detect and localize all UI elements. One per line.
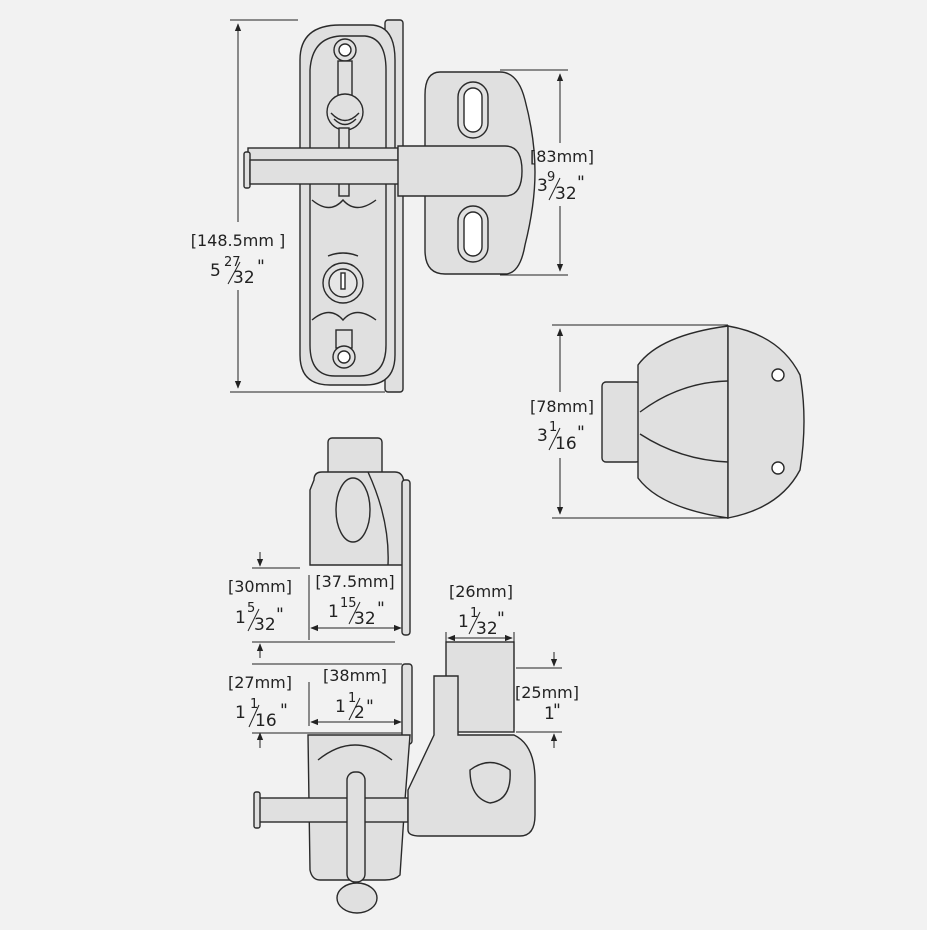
dimension-labels: [148.5mm ] 5 27 32 " [83mm] 3 9 32 " [78… xyxy=(191,147,594,731)
svg-text:1: 1 xyxy=(250,697,258,712)
svg-text:32: 32 xyxy=(254,615,276,635)
svg-text:": " xyxy=(497,609,505,629)
svg-text:": " xyxy=(377,599,385,619)
label-keeper-depth-mm: [78mm] xyxy=(530,397,594,416)
label-head-offset-bottom-mm: [27mm] xyxy=(228,673,292,692)
svg-text:": " xyxy=(553,701,561,721)
side-view-keeper xyxy=(601,325,805,519)
label-keeper-thickness-mm: [25mm] xyxy=(515,683,579,702)
label-head-width-bottom-mm: [38mm] xyxy=(323,666,387,685)
label-keeper-width-mm: [26mm] xyxy=(449,582,513,601)
svg-text:": " xyxy=(577,173,585,193)
label-overall-height-mm: [148.5mm ] xyxy=(191,231,286,250)
svg-text:1: 1 xyxy=(328,602,339,622)
svg-text:27: 27 xyxy=(224,255,241,270)
label-keeper-height-mm: [83mm] xyxy=(530,147,594,166)
svg-text:3: 3 xyxy=(537,176,548,196)
svg-text:1: 1 xyxy=(235,703,246,723)
svg-text:": " xyxy=(280,701,288,721)
svg-text:5: 5 xyxy=(210,261,221,281)
svg-text:32: 32 xyxy=(233,268,255,288)
svg-text:": " xyxy=(257,257,265,277)
svg-text:16: 16 xyxy=(255,711,277,731)
svg-text:32: 32 xyxy=(555,184,577,204)
label-head-width-top-mm: [37.5mm] xyxy=(315,572,394,591)
svg-text:32: 32 xyxy=(476,619,498,639)
svg-text:": " xyxy=(276,605,284,625)
svg-text:3: 3 xyxy=(537,426,548,446)
svg-text:1: 1 xyxy=(470,606,478,621)
svg-text:": " xyxy=(577,423,585,443)
svg-text:15: 15 xyxy=(340,596,357,611)
svg-text:32: 32 xyxy=(354,609,376,629)
svg-text:2: 2 xyxy=(354,703,365,723)
svg-text:1: 1 xyxy=(335,697,346,717)
svg-text:1: 1 xyxy=(235,608,246,628)
svg-text:1: 1 xyxy=(544,704,555,724)
svg-text:9: 9 xyxy=(547,170,555,185)
label-head-offset-top-mm: [30mm] xyxy=(228,577,292,596)
top-view-latch-head xyxy=(309,437,411,636)
svg-text:5: 5 xyxy=(247,601,255,616)
keeper-front xyxy=(397,71,536,275)
svg-text:1: 1 xyxy=(549,420,557,435)
svg-text:": " xyxy=(366,697,374,717)
svg-text:1: 1 xyxy=(458,612,469,632)
dimension-lines xyxy=(230,19,728,748)
svg-text:1: 1 xyxy=(348,691,356,706)
front-view-latch-and-keeper xyxy=(243,19,404,393)
bottom-view-latch-and-keeper xyxy=(253,641,536,914)
svg-text:16: 16 xyxy=(555,434,577,454)
